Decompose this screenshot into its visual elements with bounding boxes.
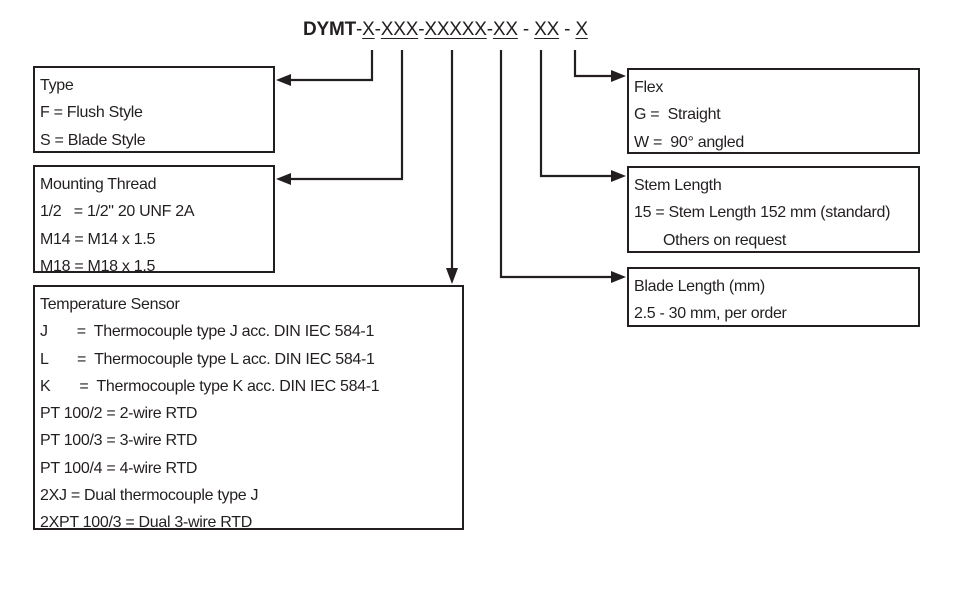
code-separator: - bbox=[486, 19, 493, 40]
code-prefix: DYMT bbox=[303, 19, 357, 40]
mounting-option: 1/2 = 1/2" 20 UNF 2A bbox=[40, 203, 195, 221]
stem-option: Others on request bbox=[634, 231, 786, 249]
code-segment-blade: XX bbox=[492, 19, 518, 40]
arrowhead-mounting bbox=[276, 173, 291, 185]
flex-option: G = Straight bbox=[634, 106, 721, 124]
mounting-option: M14 = M14 x 1.5 bbox=[40, 230, 156, 248]
connector-mounting bbox=[280, 50, 404, 181]
blade-option: 2.5 - 30 mm, per order bbox=[634, 305, 787, 323]
sensor-option: 2XJ = Dual thermocouple type J bbox=[40, 487, 259, 505]
connector-blade bbox=[499, 50, 620, 279]
type-title: Type bbox=[40, 77, 74, 94]
type-option: F = Flush Style bbox=[40, 104, 143, 122]
code-separator: - bbox=[418, 19, 425, 40]
arrowhead-blade bbox=[611, 271, 626, 283]
arrowhead-stem bbox=[611, 170, 626, 182]
sensor-option: PT 100/3 = 3-wire RTD bbox=[40, 432, 198, 450]
type-box: Type F = Flush Style S = Blade Style bbox=[33, 66, 275, 153]
mounting-thread-box: Mounting Thread 1/2 = 1/2" 20 UNF 2A M14… bbox=[33, 165, 275, 275]
arrowhead-type bbox=[276, 74, 291, 86]
sensor-option: J = Thermocouple type J acc. DIN IEC 584… bbox=[40, 323, 375, 341]
sensor-option: L = Thermocouple type L acc. DIN IEC 584… bbox=[40, 350, 375, 368]
stem-length-box: Stem Length 15 = Stem Length 152 mm (sta… bbox=[627, 166, 920, 253]
connector-type bbox=[280, 50, 374, 82]
code-segment-type: X bbox=[362, 19, 375, 40]
stem-option: 15 = Stem Length 152 mm (standard) bbox=[634, 204, 891, 222]
code-segment-mounting: XXX bbox=[380, 19, 419, 40]
arrowhead-flex bbox=[611, 70, 626, 82]
connector-stem bbox=[539, 50, 620, 178]
part-number-code: DYMT-X-XXX-XXXXX-XX - XX - X bbox=[303, 19, 588, 41]
flex-box: Flex G = Straight W = 90° angled bbox=[627, 68, 920, 154]
connector-flex bbox=[573, 50, 620, 78]
code-separator: - bbox=[356, 19, 363, 40]
sensor-option: PT 100/4 = 4-wire RTD bbox=[40, 459, 198, 477]
flex-title: Flex bbox=[634, 79, 664, 96]
temperature-sensor-box: Temperature Sensor J = Thermocouple type… bbox=[33, 285, 464, 531]
sensor-option: PT 100/2 = 2-wire RTD bbox=[40, 405, 198, 423]
code-segment-stem: XX bbox=[534, 19, 560, 40]
mounting-title: Mounting Thread bbox=[40, 176, 157, 193]
blade-length-box: Blade Length (mm) 2.5 - 30 mm, per order bbox=[627, 267, 920, 327]
mounting-option: M18 = M18 x 1.5 bbox=[40, 257, 156, 275]
code-segment-sensor: XXXXX bbox=[424, 19, 487, 40]
code-separator: - bbox=[374, 19, 381, 40]
code-separator: - bbox=[559, 19, 576, 40]
arrowhead-sensor bbox=[446, 268, 458, 284]
flex-option: W = 90° angled bbox=[634, 133, 744, 151]
sensor-title: Temperature Sensor bbox=[40, 296, 180, 313]
sensor-option: K = Thermocouple type K acc. DIN IEC 584… bbox=[40, 377, 380, 395]
sensor-option: 2XPT 100/3 = Dual 3-wire RTD bbox=[40, 514, 252, 532]
blade-title: Blade Length (mm) bbox=[634, 278, 765, 295]
type-option: S = Blade Style bbox=[40, 131, 146, 149]
stem-title: Stem Length bbox=[634, 177, 722, 194]
code-segment-flex: X bbox=[575, 19, 588, 40]
code-separator: - bbox=[517, 19, 535, 40]
